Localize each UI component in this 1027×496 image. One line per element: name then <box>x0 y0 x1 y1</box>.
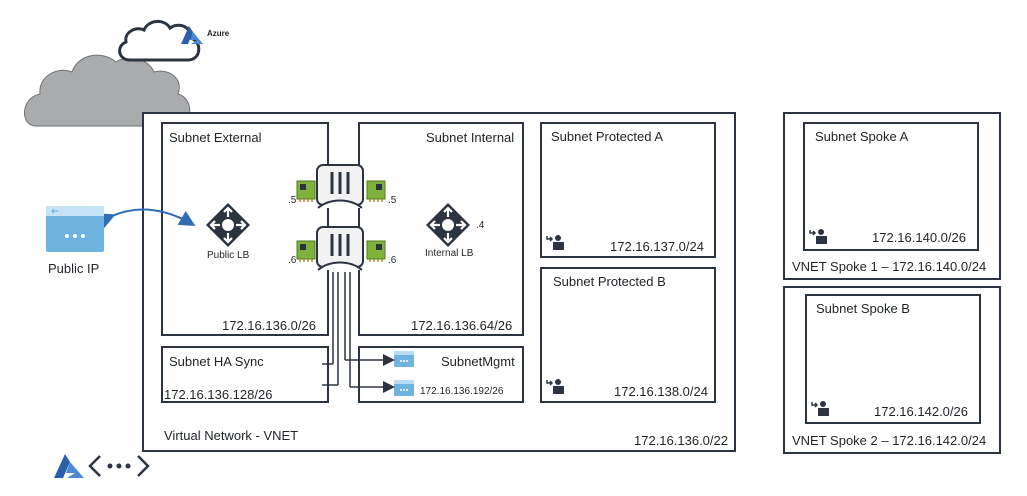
subnet-spoke-b <box>805 294 981 424</box>
subnet-external-cidr: 172.16.136.0/26 <box>222 318 316 333</box>
azure-label: Azure <box>207 29 230 38</box>
nic-card-icon <box>296 240 316 262</box>
nic-ip-label: .6 <box>388 255 397 266</box>
vnet-cidr: 172.16.136.0/22 <box>634 433 728 448</box>
subnet-ha-sync-cidr: 172.16.136.128/26 <box>164 387 273 402</box>
nic-card-icon <box>296 180 316 202</box>
subnet-protected-b-title: Subnet Protected B <box>553 274 666 289</box>
vm-user-icon <box>546 379 564 394</box>
nic-card-icon <box>366 240 386 262</box>
internal-lb-icon <box>426 203 470 247</box>
vm-user-icon <box>811 401 829 416</box>
vnet-name: Virtual Network - VNET <box>164 428 299 443</box>
nic-ip-label: .5 <box>288 195 297 206</box>
vnet-spoke-1-label: VNET Spoke 1 – 172.16.140.0/24 <box>792 259 987 274</box>
nic-ip-label: .6 <box>288 255 297 266</box>
public-ip-icon <box>46 206 104 252</box>
internal-lb-ip: .4 <box>476 220 485 231</box>
nic-card-icon <box>366 180 386 202</box>
subnet-spoke-a <box>803 122 979 251</box>
subnet-ha-sync-title: Subnet HA Sync <box>169 354 264 369</box>
subnet-spoke-b-cidr: 172.16.142.0/26 <box>874 404 968 419</box>
public-ip-label: Public IP <box>48 261 100 276</box>
subnet-spoke-b-title: Subnet Spoke B <box>816 301 910 316</box>
subnet-protected-b-cidr: 172.16.138.0/24 <box>614 384 708 399</box>
public-lb-icon <box>206 203 250 247</box>
azure-vnet-logo-icon <box>54 454 150 478</box>
subnet-protected-a-cidr: 172.16.137.0/24 <box>610 239 704 254</box>
internal-lb-label: Internal LB <box>425 248 474 259</box>
mgmt-nic-icon-top <box>394 351 414 367</box>
subnet-internal-cidr: 172.16.136.64/26 <box>411 318 513 333</box>
nic-ip-label: .5 <box>388 195 397 206</box>
public-lb-label: Public LB <box>207 250 250 261</box>
subnet-spoke-a-cidr: 172.16.140.0/26 <box>872 230 966 245</box>
firewall-appliance-icon <box>316 226 364 271</box>
azure-logo-icon <box>181 26 203 44</box>
firewall-appliance-icon <box>316 164 364 209</box>
subnet-protected-b <box>540 267 716 403</box>
mgmt-nic-icon-bottom <box>394 380 414 396</box>
subnet-ha-sync <box>161 346 329 403</box>
subnet-spoke-a-title: Subnet Spoke A <box>815 129 909 144</box>
subnet-external-title: Subnet External <box>169 130 262 145</box>
vnet-spoke-2-label: VNET Spoke 2 – 172.16.142.0/24 <box>792 433 987 448</box>
subnet-internal-title: Subnet Internal <box>426 130 515 145</box>
subnet-mgmt-title: SubnetMgmt <box>441 354 515 369</box>
subnet-protected-a <box>540 122 716 258</box>
subnet-protected-a-title: Subnet Protected A <box>551 129 664 144</box>
cloud-icon <box>24 20 201 127</box>
subnet-mgmt-cidr: 172.16.136.192/26 <box>420 386 504 397</box>
vm-user-icon <box>546 235 564 250</box>
vm-user-icon <box>809 229 827 244</box>
